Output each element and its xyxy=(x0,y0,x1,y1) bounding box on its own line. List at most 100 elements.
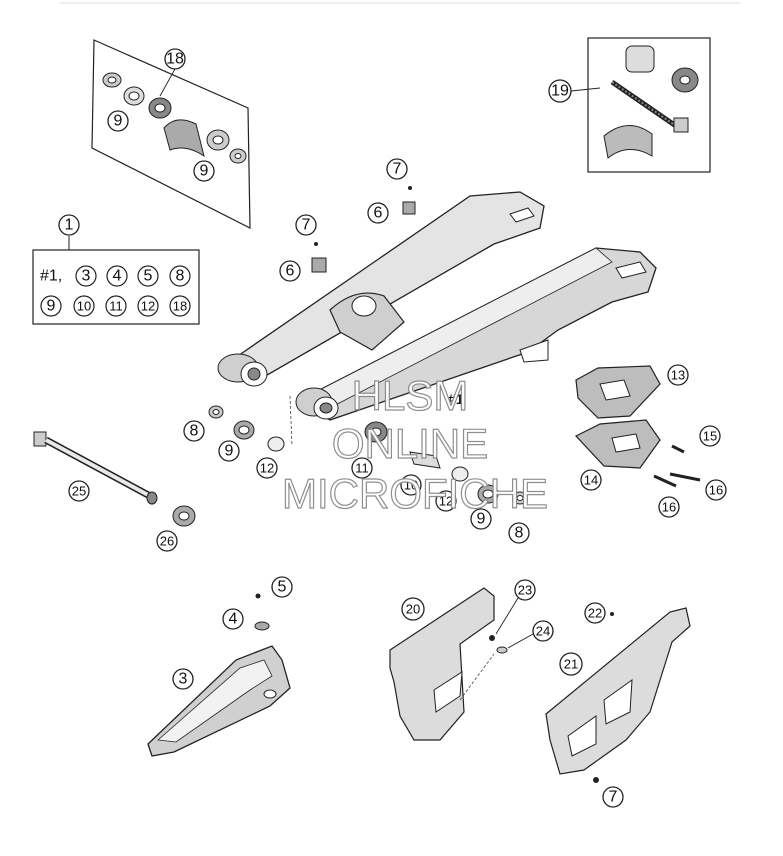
callout-14[interactable]: 14 xyxy=(580,469,602,491)
chain-guide-parts-13-14 xyxy=(575,365,701,488)
svg-text:5: 5 xyxy=(278,579,287,596)
svg-text:12: 12 xyxy=(141,299,155,314)
kit-1-item-4[interactable]: 4 xyxy=(106,265,128,287)
svg-text:26: 26 xyxy=(160,534,174,549)
callout-6-upper[interactable]: 6 xyxy=(367,202,389,224)
kit-1-item-8[interactable]: 8 xyxy=(169,265,191,287)
svg-text:12: 12 xyxy=(260,461,274,476)
svg-text:15: 15 xyxy=(703,429,717,444)
svg-text:7: 7 xyxy=(393,161,402,178)
chain-slider-part-3 xyxy=(147,593,291,757)
callout-5[interactable]: 5 xyxy=(271,576,293,598)
callout-4[interactable]: 4 xyxy=(222,608,244,630)
svg-text:3: 3 xyxy=(82,268,91,285)
kit-1-row-1: #1, 3 4 5 8 xyxy=(40,265,191,287)
callout-10[interactable]: 10 xyxy=(400,474,422,496)
kit-1-row-2: 9 10 11 12 18 xyxy=(40,295,191,317)
svg-text:9: 9 xyxy=(200,163,209,180)
part-19-kit-box xyxy=(587,37,711,173)
swingarm-kit-label: #1 xyxy=(448,391,464,407)
callout-6-mid[interactable]: 6 xyxy=(279,260,301,282)
svg-text:10: 10 xyxy=(404,478,418,493)
chain-guard-part-21 xyxy=(545,607,691,783)
callout-12-left[interactable]: 12 xyxy=(256,457,278,479)
kit-1-item-12[interactable]: 12 xyxy=(137,295,159,317)
svg-text:7: 7 xyxy=(609,789,618,806)
svg-text:10: 10 xyxy=(77,299,91,314)
callout-20[interactable]: 20 xyxy=(401,597,425,621)
callout-9-upper-right[interactable]: 9 xyxy=(193,160,215,182)
kit-1-item-10[interactable]: 10 xyxy=(73,295,95,317)
callout-18[interactable]: 18 xyxy=(159,48,186,97)
callout-1[interactable]: 1 xyxy=(58,214,80,236)
svg-text:4: 4 xyxy=(113,268,122,285)
svg-text:16: 16 xyxy=(662,500,676,515)
callout-16-right[interactable]: 16 xyxy=(705,479,727,501)
callout-7-mid[interactable]: 7 xyxy=(295,214,317,236)
svg-text:4: 4 xyxy=(229,611,238,628)
svg-text:24: 24 xyxy=(536,624,550,639)
callout-19[interactable]: 19 xyxy=(548,79,601,103)
callout-7-upper[interactable]: 7 xyxy=(386,158,408,180)
svg-text:5: 5 xyxy=(144,268,153,285)
svg-text:18: 18 xyxy=(173,299,187,314)
axle-nut-part-26 xyxy=(172,505,196,527)
svg-text:19: 19 xyxy=(551,83,569,100)
callout-23[interactable]: 23 xyxy=(495,579,536,635)
callout-21[interactable]: 21 xyxy=(559,652,583,676)
svg-text:9: 9 xyxy=(47,298,56,315)
callout-13[interactable]: 13 xyxy=(667,364,689,386)
kit-1-item-18[interactable]: 18 xyxy=(169,295,191,317)
callout-12-right[interactable]: 12 xyxy=(435,490,457,512)
svg-text:9: 9 xyxy=(225,443,234,460)
callout-26[interactable]: 26 xyxy=(156,530,178,552)
callout-9-upper-left[interactable]: 9 xyxy=(107,110,129,132)
watermark: HLSM ONLINE MICROFICHE xyxy=(281,371,548,517)
callout-11[interactable]: 11 xyxy=(351,457,373,479)
pivot-axle-part-25 xyxy=(33,431,158,505)
svg-text:7: 7 xyxy=(302,217,311,234)
watermark-line-1: HLSM xyxy=(352,372,469,419)
svg-text:11: 11 xyxy=(355,461,369,476)
svg-text:14: 14 xyxy=(584,473,598,488)
svg-text:8: 8 xyxy=(190,423,199,440)
callout-16-left[interactable]: 16 xyxy=(658,496,680,518)
kit-1-item-9[interactable]: 9 xyxy=(40,295,62,317)
svg-text:8: 8 xyxy=(515,525,524,542)
svg-text:11: 11 xyxy=(109,299,123,314)
svg-text:6: 6 xyxy=(286,263,295,280)
kit-1-item-3[interactable]: 3 xyxy=(75,265,97,287)
pivot-hardware xyxy=(208,395,528,505)
kit-1-prefix: #1, xyxy=(40,268,62,285)
svg-text:13: 13 xyxy=(671,368,685,383)
swingarm: #1 xyxy=(217,186,657,421)
svg-text:23: 23 xyxy=(518,583,532,598)
callout-25[interactable]: 25 xyxy=(68,480,90,502)
svg-text:25: 25 xyxy=(72,484,86,499)
svg-text:12: 12 xyxy=(439,494,453,509)
callout-24[interactable]: 24 xyxy=(507,620,554,649)
callout-9-right[interactable]: 9 xyxy=(470,508,492,530)
callout-22[interactable]: 22 xyxy=(584,602,606,624)
svg-text:1: 1 xyxy=(65,217,74,234)
callout-9-left[interactable]: 9 xyxy=(218,440,240,462)
callout-8-right[interactable]: 8 xyxy=(508,522,530,544)
svg-text:20: 20 xyxy=(406,602,420,617)
svg-text:9: 9 xyxy=(114,113,123,130)
callout-3[interactable]: 3 xyxy=(172,668,194,690)
callout-7-lower[interactable]: 7 xyxy=(602,786,624,808)
kit-1-item-5[interactable]: 5 xyxy=(137,265,159,287)
watermark-line-2: ONLINE xyxy=(332,420,488,467)
svg-text:8: 8 xyxy=(176,268,185,285)
watermark-line-3: MICROFICHE xyxy=(282,470,548,517)
svg-text:22: 22 xyxy=(588,606,602,621)
svg-text:6: 6 xyxy=(374,205,383,222)
svg-text:16: 16 xyxy=(709,483,723,498)
kit-1-item-11[interactable]: 11 xyxy=(105,295,127,317)
callout-8-left[interactable]: 8 xyxy=(183,420,205,442)
part-18-kit-box xyxy=(91,39,251,229)
svg-text:3: 3 xyxy=(179,671,188,688)
svg-text:9: 9 xyxy=(477,511,486,528)
callout-15[interactable]: 15 xyxy=(699,425,721,447)
